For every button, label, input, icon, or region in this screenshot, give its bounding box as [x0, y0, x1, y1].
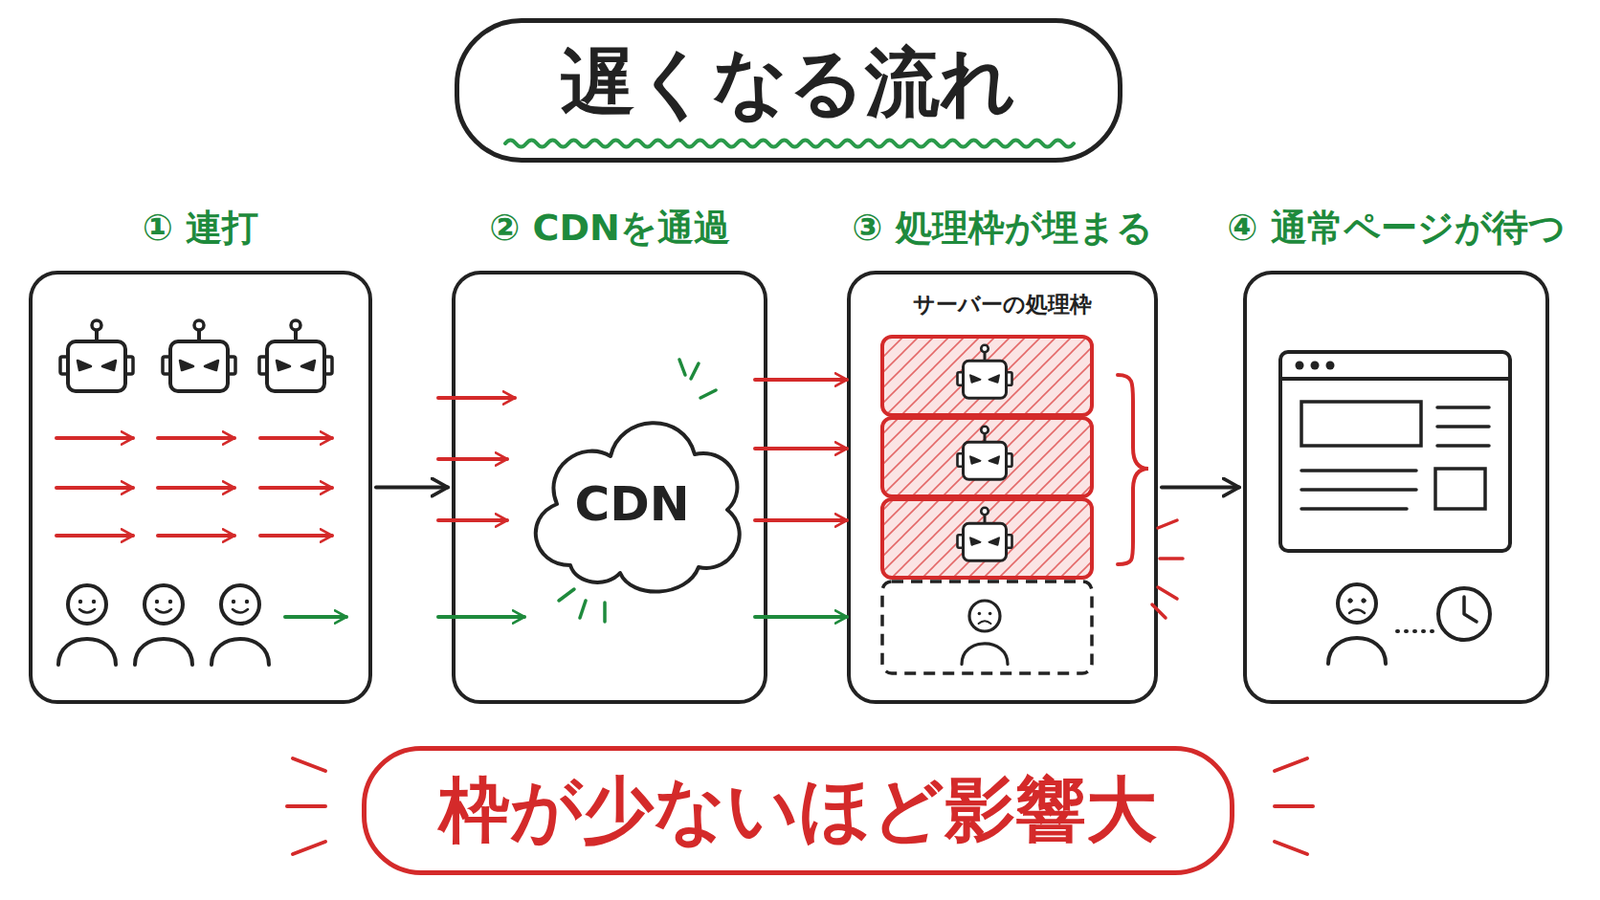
impact-mark: [579, 600, 586, 619]
user-arrow: [438, 615, 525, 620]
panel1-art: [56, 320, 347, 666]
request-arrow: [157, 436, 235, 441]
robot: [162, 320, 236, 392]
impact-mark: [602, 602, 607, 623]
slot-group-label: サーバーの処理枠: [850, 289, 1155, 320]
emphasis-mark: [1274, 842, 1308, 855]
page-block: [1435, 468, 1486, 510]
brace: [1117, 375, 1149, 565]
impact-mark: [558, 589, 575, 601]
request-arrow: [755, 446, 847, 451]
page-line: [1301, 468, 1417, 473]
request-arrow: [56, 486, 134, 490]
panel4-art: [1280, 352, 1511, 665]
request-arrow: [438, 457, 508, 462]
page-line: [1301, 488, 1417, 492]
step-heading: ③ 処理枠が埋まる: [851, 203, 1153, 253]
user: [211, 585, 269, 666]
user-arrow: [755, 615, 847, 620]
request-arrow: [260, 436, 333, 441]
busy-slot: [882, 418, 1092, 497]
impact-mark: [690, 363, 699, 379]
emphasis-mark: [1274, 758, 1308, 772]
request-arrow: [157, 486, 235, 490]
impact-mark: [1157, 587, 1178, 600]
page-line: [1301, 507, 1407, 512]
step-panel: ③ 処理枠が埋まるサーバーの処理枠: [846, 270, 1158, 705]
emphasis-mark: [292, 842, 326, 855]
request-arrow: [260, 486, 333, 490]
waiting-dots: [1397, 629, 1436, 634]
impact-mark: [1157, 520, 1178, 529]
impact-mark: [700, 390, 716, 399]
request-arrows: [438, 379, 847, 521]
request-arrow: [755, 377, 847, 382]
request-arrow: [56, 436, 134, 441]
emphasis-mark: [1274, 804, 1313, 809]
clock-hands: [1464, 597, 1477, 623]
page-line: [1437, 444, 1489, 448]
user-arrow: [285, 615, 347, 620]
page-block: [1301, 401, 1422, 446]
request-arrow: [438, 518, 508, 523]
flow-arrow: [1161, 486, 1240, 490]
clock: [1438, 588, 1490, 641]
request-arrows: [56, 438, 333, 536]
robot: [957, 345, 1013, 400]
robot: [957, 426, 1013, 481]
emphasis-mark: [292, 758, 326, 772]
busy-slot: [882, 499, 1092, 578]
step-panel: ① 連打: [28, 270, 373, 705]
waiting-user: [1328, 584, 1386, 665]
waiting-slot: [882, 581, 1092, 674]
summary-caption: 枠が少ないほど影響大: [361, 746, 1235, 876]
browser-dot: [1311, 361, 1320, 371]
step-heading: ④ 通常ページが待つ: [1226, 203, 1565, 253]
page-line: [1437, 405, 1489, 410]
impact-marks: [558, 359, 716, 623]
request-arrow: [56, 533, 134, 538]
cloud-label: CDN: [514, 397, 750, 601]
user: [134, 585, 193, 666]
title-underline: [505, 140, 1074, 148]
robot: [259, 320, 333, 392]
user: [58, 585, 116, 666]
browser-window: [1280, 352, 1511, 552]
step-panel: ④ 通常ページが待つ: [1243, 270, 1550, 705]
robot: [60, 320, 134, 392]
impact-marks: [1152, 520, 1183, 619]
browser-dot: [1295, 361, 1305, 371]
emphasis-mark: [287, 804, 326, 809]
step-heading: ② CDNを通過: [488, 203, 731, 253]
browser-dot: [1326, 361, 1335, 371]
waiting-user: [961, 600, 1008, 665]
request-arrow: [438, 396, 515, 400]
cdn-cloud: CDN: [514, 397, 750, 601]
page-line: [1437, 424, 1489, 429]
request-arrow: [157, 533, 235, 538]
robot: [957, 508, 1013, 562]
impact-mark: [1159, 556, 1183, 561]
step-heading: ① 連打: [142, 203, 259, 253]
diagram-title: 遅くなる流れ: [454, 18, 1123, 163]
panel3-art: [882, 336, 1183, 674]
step-panel: ② CDNを通過CDN: [451, 270, 768, 705]
flow-arrow: [376, 486, 448, 490]
browser-bar: [1280, 377, 1511, 381]
panel2-art: [438, 359, 847, 623]
busy-slot: [882, 336, 1092, 416]
impact-mark: [1152, 604, 1166, 619]
impact-mark: [679, 359, 686, 376]
request-arrow: [755, 518, 847, 523]
caption-marks: [287, 758, 1313, 855]
request-arrow: [260, 533, 333, 538]
